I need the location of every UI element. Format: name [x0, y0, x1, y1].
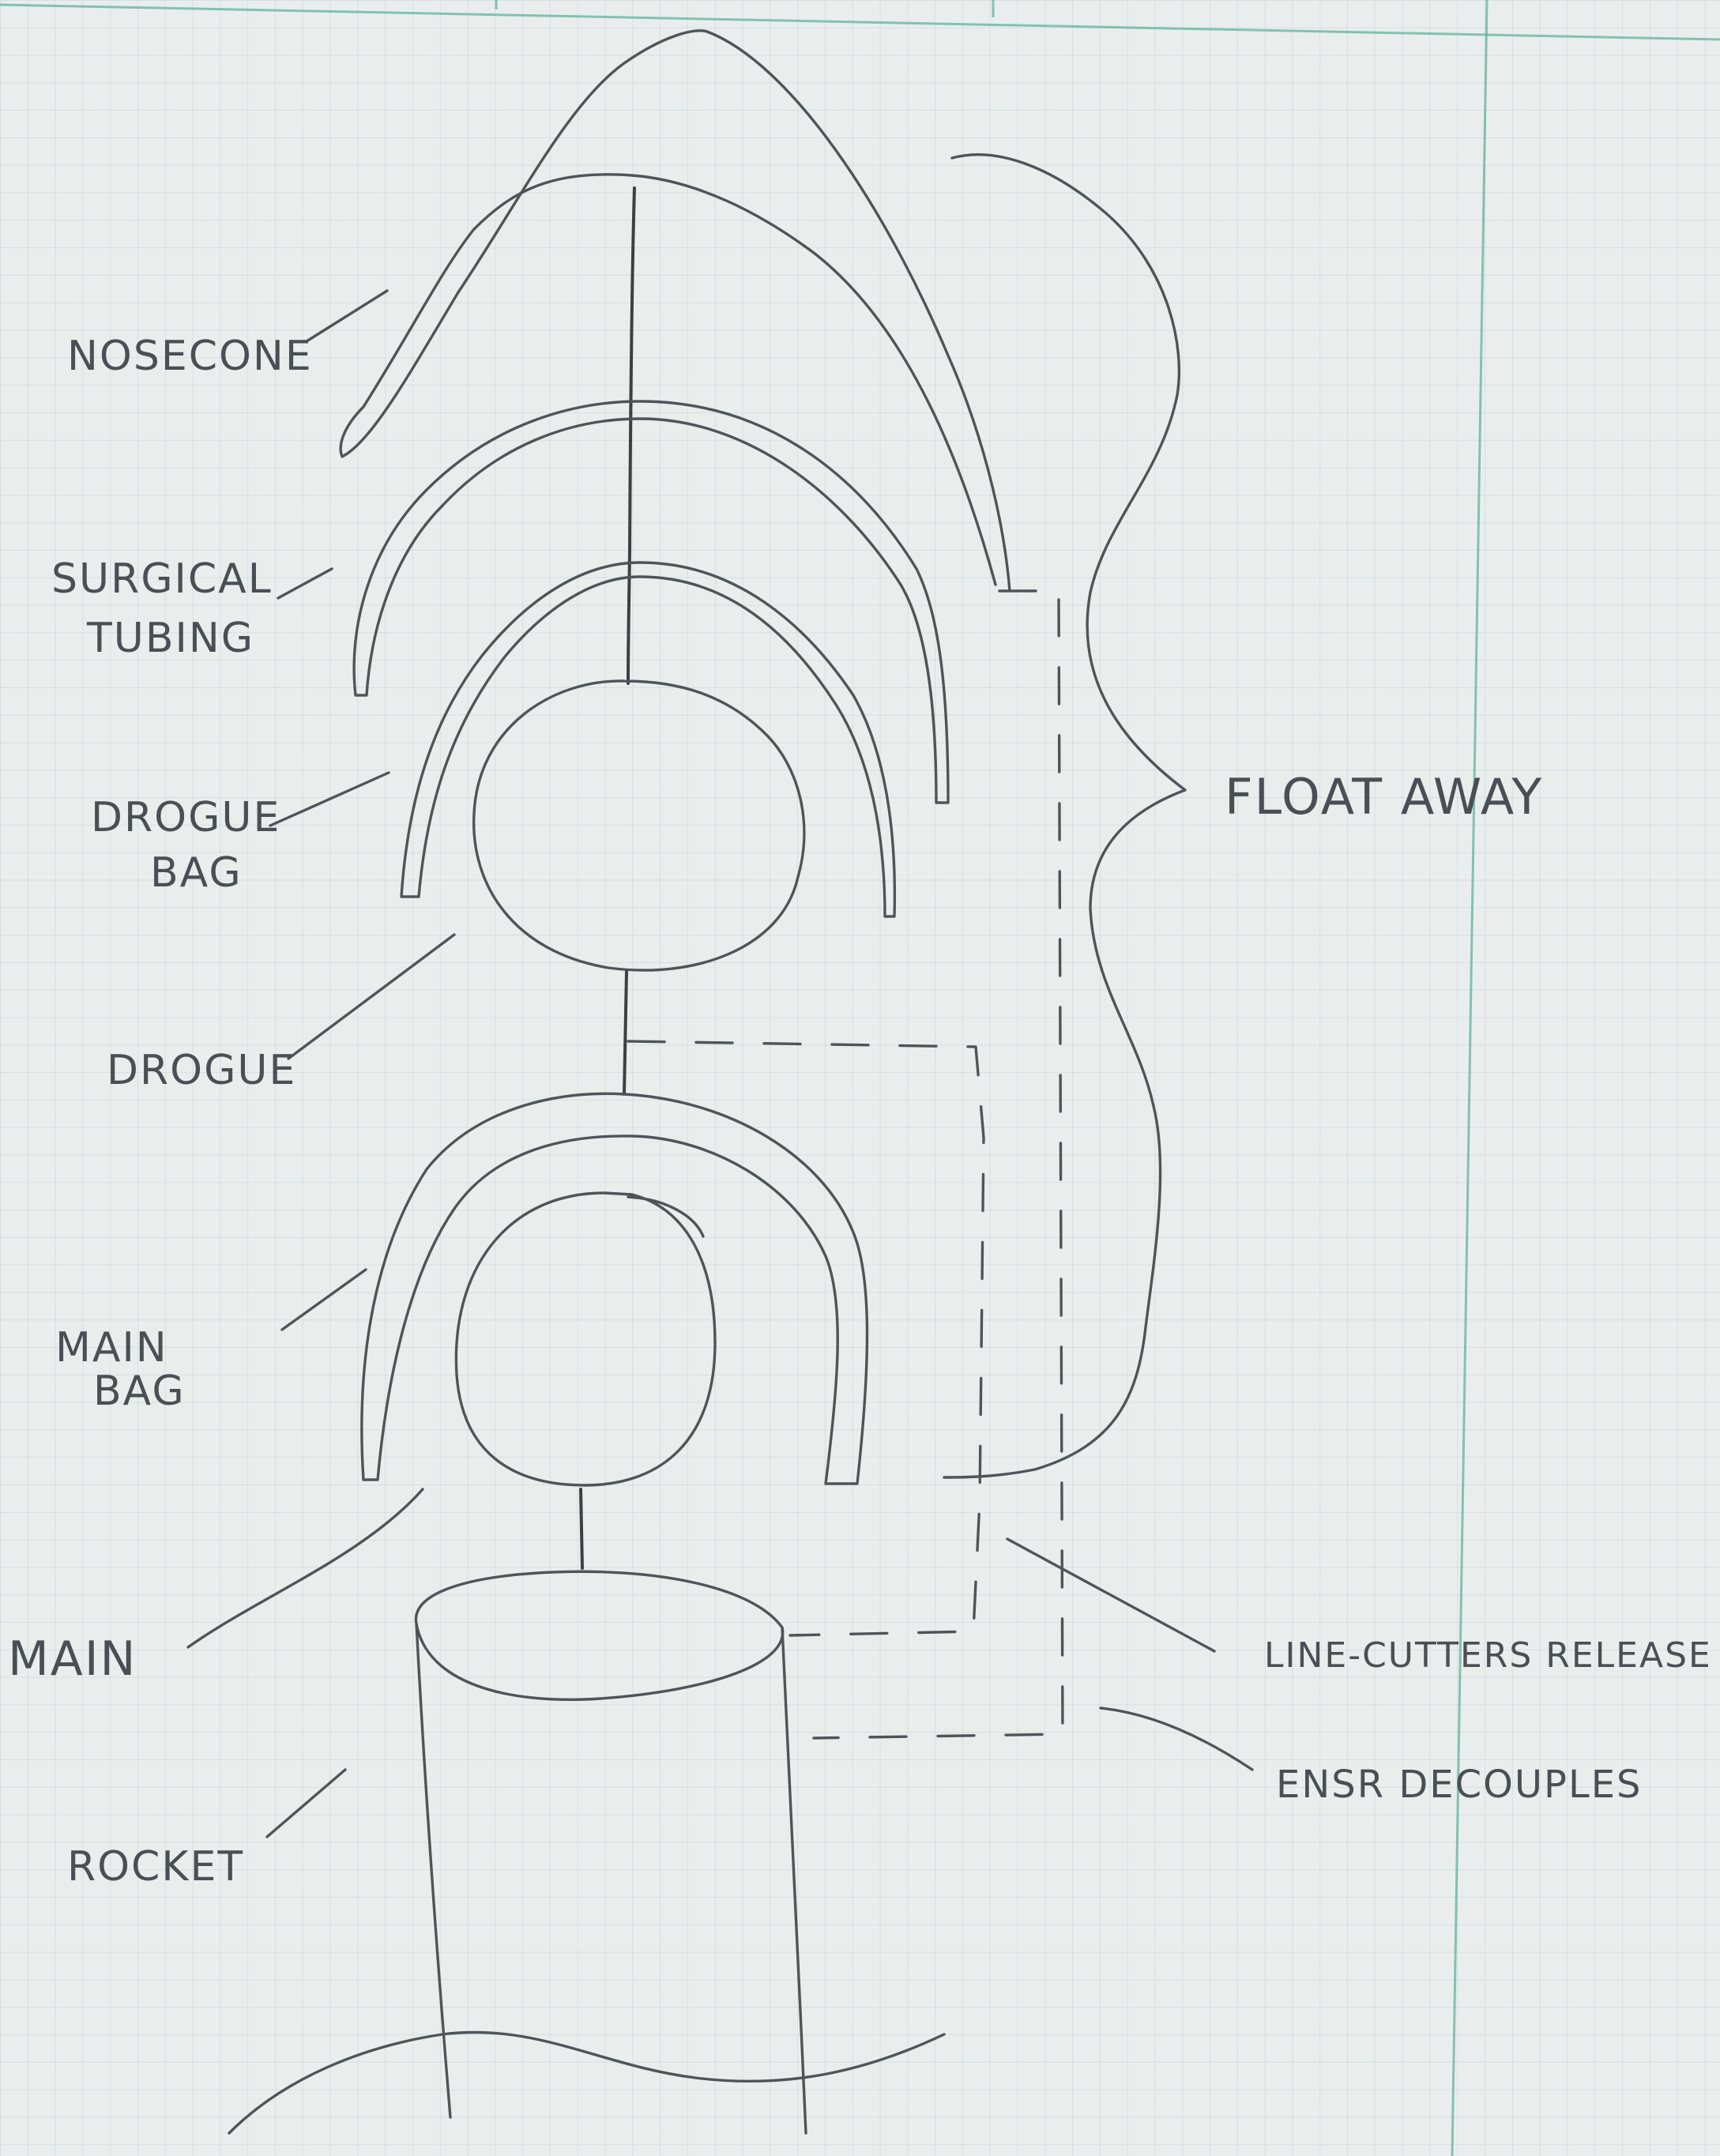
leader-drogue [288, 935, 454, 1059]
shock-cord-middle [624, 972, 627, 1094]
label-ensr-decouples: ENSR DECOUPLES [1276, 1763, 1643, 1807]
leader-main [188, 1489, 423, 1647]
label-float-away: FLOAT AWAY [1225, 768, 1543, 826]
leader-line-cutters [1007, 1539, 1214, 1651]
leader-drogue-bag [270, 773, 389, 826]
label-surgical-tubing-line1: SURGICAL [51, 555, 273, 603]
shock-cord-lower [581, 1489, 582, 1568]
drogue-parachute [474, 681, 804, 970]
leader-ensr [1101, 1708, 1252, 1770]
label-drogue-bag-line1: DROGUE [91, 794, 280, 841]
label-drogue-bag-line2: BAG [150, 849, 243, 897]
leader-surgical-tubing [278, 569, 332, 598]
main-bag-arc [362, 1093, 868, 1484]
label-main-bag-line1: MAIN [55, 1324, 168, 1371]
float-away-outline [944, 155, 1185, 1477]
label-surgical-tubing-line2: TUBING [86, 615, 254, 662]
major-grid-line-right [1452, 0, 1487, 2156]
float-away-dashed-box [814, 591, 1063, 1738]
label-rocket: ROCKET [67, 1843, 244, 1891]
leader-nosecone [307, 291, 387, 341]
ground-curve [229, 2032, 944, 2133]
surgical-tubing-arc [354, 401, 948, 803]
drogue-bag-arc [401, 563, 894, 916]
main-parachute [456, 1193, 715, 1485]
rocket-body [416, 1571, 806, 2133]
label-drogue: DROGUE [107, 1047, 296, 1094]
leader-rocket [267, 1770, 345, 1837]
label-nosecone: NOSECONE [67, 333, 313, 380]
leader-main-bag [282, 1270, 366, 1330]
leader-lines [188, 291, 1252, 1837]
label-main-bag-line2: BAG [93, 1368, 186, 1415]
major-grid-line-top [0, 5, 1720, 40]
label-main: MAIN [8, 1631, 137, 1687]
labels: NOSECONE SURGICAL TUBING DROGUE BAG DROG… [8, 333, 1712, 1891]
label-line-cutters-release: LINE-CUTTERS RELEASE [1264, 1635, 1712, 1676]
main-release-dashed-box [628, 1041, 984, 1635]
shock-cord-upper [628, 188, 634, 683]
